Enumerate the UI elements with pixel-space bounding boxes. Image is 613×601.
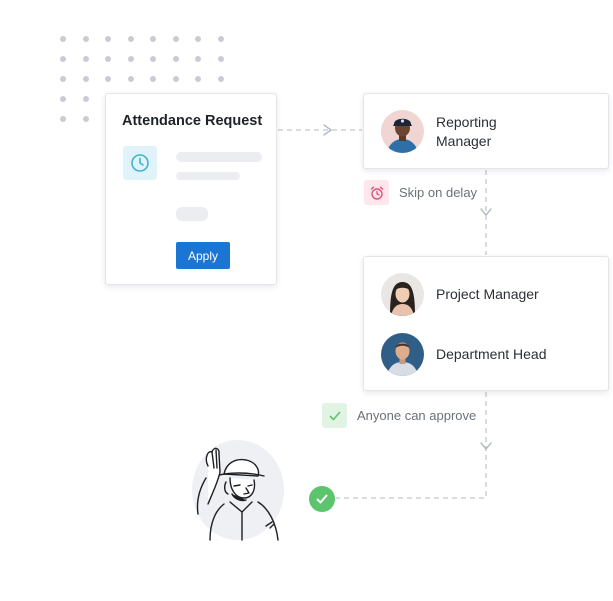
dot — [150, 36, 156, 42]
clock-icon — [123, 146, 157, 180]
dot — [217, 56, 224, 62]
dot — [150, 56, 156, 62]
dot — [105, 76, 111, 82]
dot — [150, 76, 156, 82]
dot — [60, 76, 66, 82]
attendance-request-card: Attendance Request Apply — [105, 93, 277, 285]
dot — [82, 96, 89, 102]
avatar-man-cap — [381, 110, 424, 153]
dot — [105, 36, 111, 42]
approver-reporting-manager: Reporting Manager — [381, 110, 526, 153]
request-card-title: Attendance Request — [122, 113, 263, 129]
avatar-woman — [381, 273, 424, 316]
dot — [195, 36, 201, 42]
dot — [82, 36, 89, 42]
dot — [105, 56, 111, 62]
dot — [195, 76, 201, 82]
arrow-right-icon — [323, 124, 333, 136]
placeholder-pill — [176, 207, 208, 221]
arrow-down-icon — [480, 208, 492, 217]
dot — [82, 76, 89, 82]
dot — [127, 56, 134, 62]
dot — [60, 116, 66, 122]
check-icon — [322, 403, 347, 428]
dot — [127, 36, 134, 42]
dot — [195, 56, 201, 62]
condition-label: Skip on delay — [399, 185, 478, 200]
dot — [60, 36, 66, 42]
condition-skip-on-delay: Skip on delay — [364, 180, 477, 205]
dot — [172, 36, 179, 42]
arrow-down-icon — [480, 442, 492, 451]
dot — [172, 76, 179, 82]
reporting-manager-card: Reporting Manager — [363, 93, 609, 169]
condition-label: Anyone can approve — [357, 408, 477, 423]
dot-grid-decoration — [60, 36, 232, 128]
condition-anyone-can-approve: Anyone can approve — [322, 403, 476, 428]
avatar-man — [381, 333, 424, 376]
approver-name: Department Head — [436, 346, 547, 362]
approver-name: Project Manager — [436, 286, 539, 302]
approvers-card: Project Manager Department Head — [363, 256, 609, 391]
dot — [60, 56, 66, 62]
placeholder-line — [176, 152, 262, 162]
person-waving-illustration — [186, 438, 286, 542]
approver-project-manager: Project Manager — [381, 273, 539, 316]
check-circle-icon — [309, 486, 335, 512]
dot — [60, 96, 66, 102]
approver-department-head: Department Head — [381, 333, 547, 376]
dot — [172, 56, 179, 62]
alarm-clock-icon — [364, 180, 389, 205]
dot — [217, 36, 224, 42]
placeholder-line — [176, 172, 240, 180]
dot — [127, 76, 134, 82]
dot — [217, 76, 224, 82]
approver-name: Reporting Manager — [436, 113, 497, 149]
dot — [82, 56, 89, 62]
apply-button[interactable]: Apply — [176, 242, 230, 269]
dot — [82, 116, 89, 122]
